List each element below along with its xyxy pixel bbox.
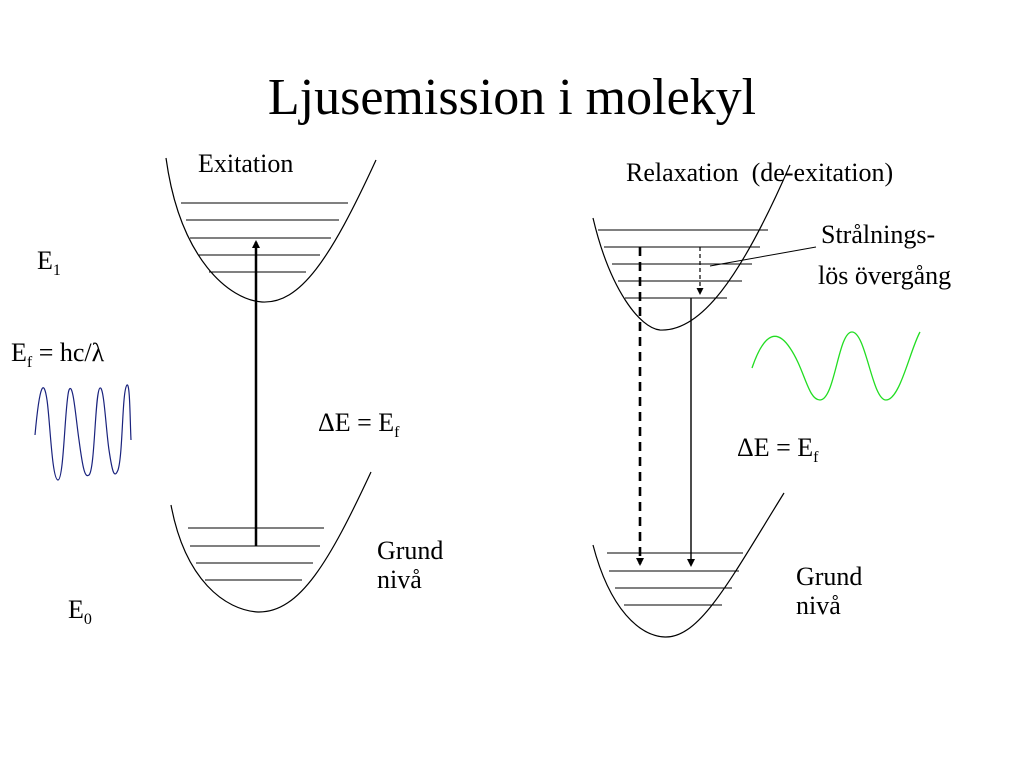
- left-ground-label: Grund nivå: [377, 536, 444, 595]
- left-excited-well: [165, 157, 377, 303]
- right-delta-sub: f: [813, 449, 819, 466]
- nonrad-label-line1: Strålnings-: [821, 220, 936, 249]
- e0-sub: 0: [83, 611, 92, 628]
- ef-label: Ef = hc/λ: [11, 338, 105, 371]
- e1-label: E1: [37, 246, 61, 279]
- left-delta-main: ΔE = E: [318, 408, 395, 437]
- nonrad-label-line2: lös övergång: [818, 261, 952, 290]
- left-heading: Exitation: [198, 149, 294, 178]
- right-excited-well: [592, 164, 791, 331]
- left-delta-label: ΔE = Ef: [318, 408, 399, 441]
- right-ground-label: Grund nivå: [796, 562, 863, 621]
- callout-line: [709, 246, 817, 267]
- right-delta-main: ΔE = E: [737, 433, 814, 462]
- right-ground-well: [592, 492, 785, 638]
- absorbed-photon-wave: [34, 384, 132, 481]
- ef-rest: = hc/λ: [32, 338, 105, 367]
- left-delta-sub: f: [394, 424, 400, 441]
- e0-main: E: [68, 595, 84, 624]
- right-delta-label: ΔE = Ef: [737, 433, 818, 466]
- e1-sub: 1: [52, 262, 61, 279]
- ef-sub: f: [26, 354, 33, 371]
- e0-label: E0: [68, 595, 92, 628]
- ef-main: E: [11, 338, 27, 367]
- right-heading: Relaxation (de-exitation): [626, 158, 894, 187]
- emitted-photon-wave: [751, 331, 921, 401]
- slide-title: Ljusemission i molekyl: [267, 69, 757, 126]
- e1-main: E: [37, 246, 53, 275]
- left-ground-well: [170, 471, 372, 613]
